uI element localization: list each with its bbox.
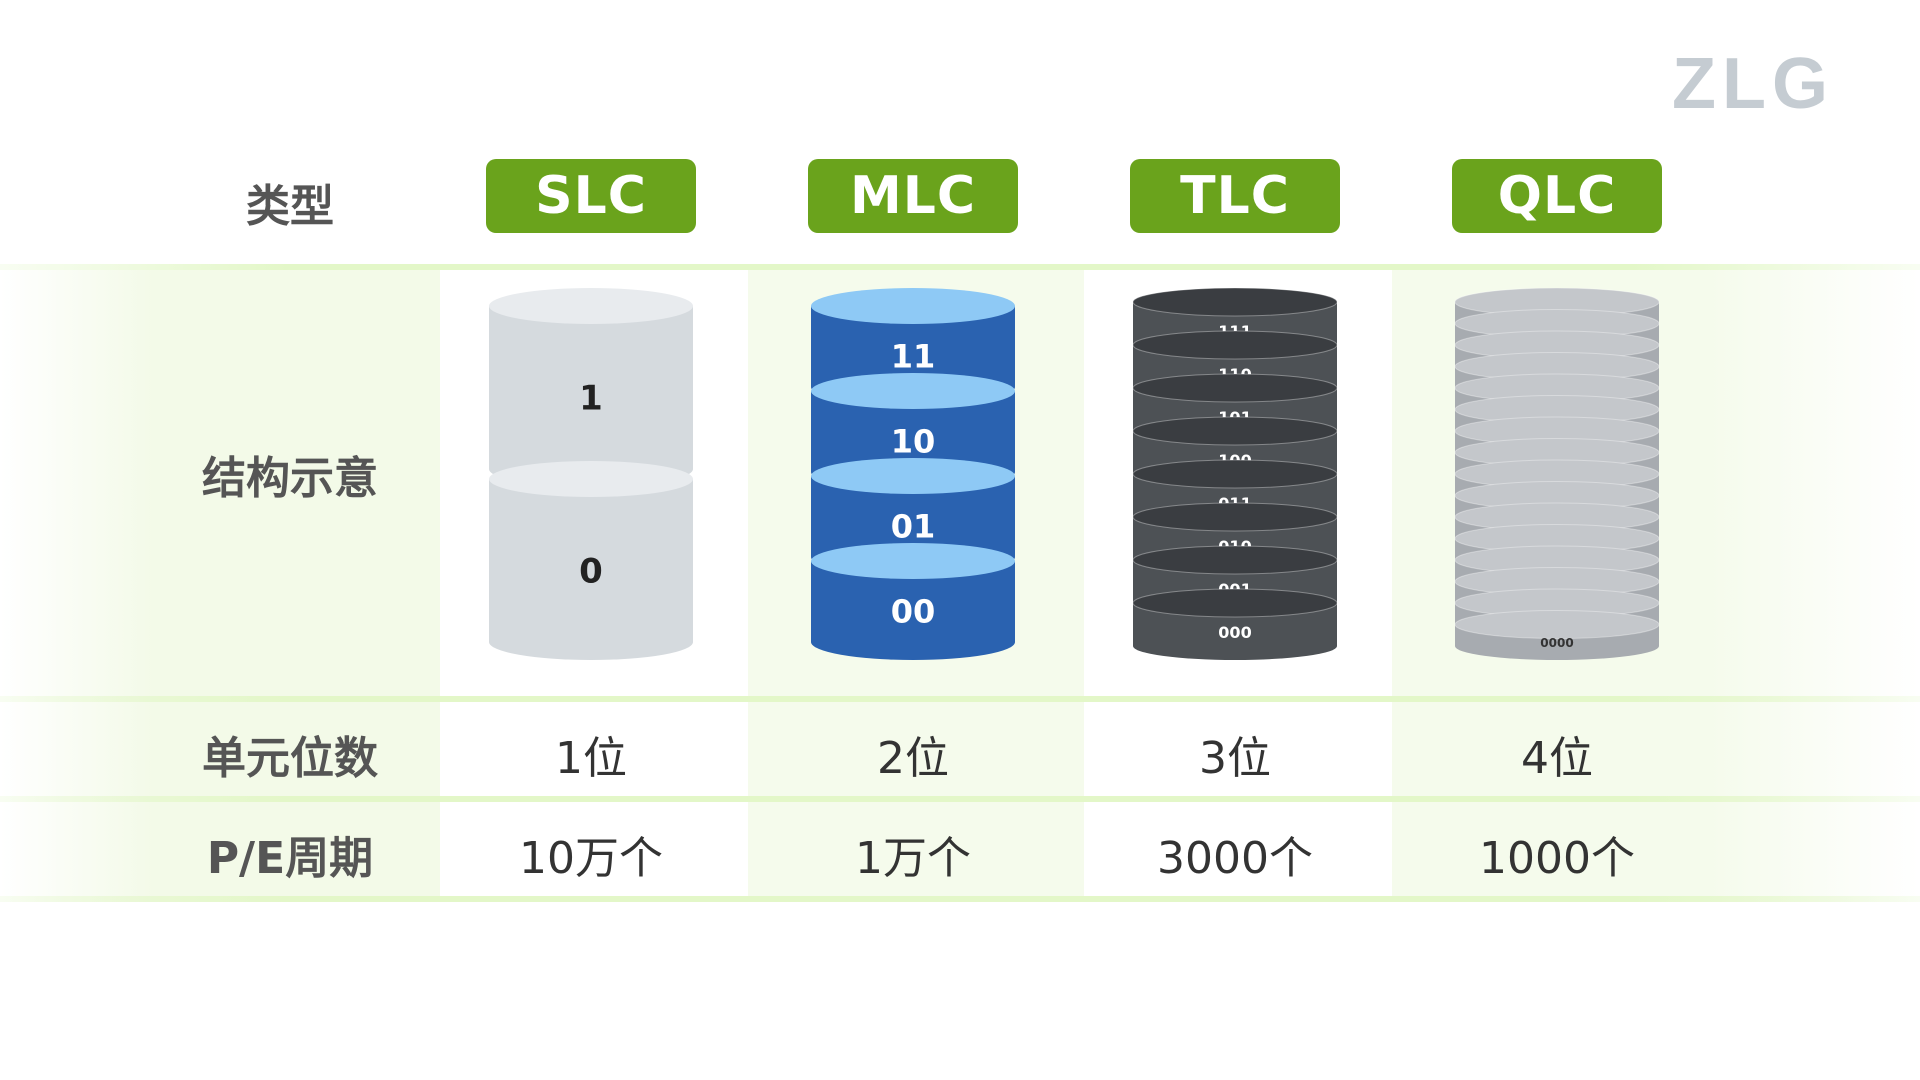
- row-label-type: 类型: [246, 181, 334, 232]
- pe-tlc: 3000个: [1157, 833, 1313, 884]
- row-label-bits: 单元位数: [202, 733, 378, 784]
- header-mlc: MLC: [808, 159, 1018, 233]
- cell-layer: 00: [811, 543, 1015, 660]
- pe-qlc: 1000个: [1479, 833, 1635, 884]
- cell-layer-side: [489, 479, 693, 660]
- row-label-pe: P/E周期: [206, 833, 374, 884]
- cell-layer-label: 01: [891, 508, 936, 546]
- cell-layer-label: 11: [891, 338, 936, 376]
- cell-layer-top: [1132, 545, 1338, 575]
- cell-layer-top: [1132, 459, 1338, 489]
- bits-mlc: 2位: [877, 733, 949, 784]
- pe-slc: 10万个: [519, 833, 663, 884]
- cell-layer-label: 0000: [1540, 636, 1573, 650]
- qlc-cell-stack: 1111111011011100101110101001100001110110…: [1454, 288, 1660, 660]
- label-column-bg: [0, 270, 440, 902]
- zlg-logo: ZLG: [1672, 44, 1834, 124]
- cell-layer-side: [489, 306, 693, 487]
- mlc-cell-stack: 11 10 01 00: [811, 288, 1015, 660]
- cell-layer-top: [811, 373, 1015, 409]
- cell-layer-top: [1132, 288, 1338, 317]
- cell-layer: 1: [489, 288, 693, 487]
- cell-layer-top: [1132, 416, 1338, 446]
- cell-layer-top: [1132, 588, 1338, 618]
- pe-mlc: 1万个: [855, 833, 971, 884]
- header-slc: SLC: [486, 159, 696, 233]
- cell-layer-top: [489, 288, 693, 324]
- header-qlc: QLC: [1452, 159, 1662, 233]
- row-divider: [0, 896, 1920, 902]
- cell-layer: 000: [1132, 588, 1338, 660]
- cell-layer-top: [1132, 373, 1338, 403]
- header-tlc: TLC: [1130, 159, 1340, 233]
- cell-layer-top: [811, 458, 1015, 494]
- cell-layer-top: [1454, 610, 1660, 639]
- cell-layer-label: 00: [891, 593, 936, 631]
- row-label-structure: 结构示意: [202, 453, 378, 504]
- cell-layer-top: [489, 461, 693, 497]
- cell-layer-top: [1132, 330, 1338, 360]
- bits-slc: 1位: [555, 733, 627, 784]
- cell-layer-top: [1132, 502, 1338, 532]
- cell-layer: 0000: [1454, 610, 1660, 660]
- tlc-cell-stack: 111110101100011010001000: [1132, 288, 1338, 660]
- row-divider: [0, 264, 1920, 270]
- slc-cell-stack: 10: [489, 288, 693, 660]
- bits-qlc: 4位: [1521, 733, 1593, 784]
- row-divider: [0, 796, 1920, 802]
- cell-layer-side: [811, 561, 1015, 660]
- cell-layer-label: 000: [1218, 623, 1251, 642]
- cell-layer: 0: [489, 461, 693, 660]
- cell-layer-top: [811, 288, 1015, 324]
- cell-layer-label: 10: [891, 423, 936, 461]
- cell-layer-top: [811, 543, 1015, 579]
- cell-layer-label: 0: [579, 551, 603, 591]
- bits-tlc: 3位: [1199, 733, 1271, 784]
- row-divider: [0, 696, 1920, 702]
- cell-layer-label: 1: [579, 378, 603, 418]
- cell-layer-side: [1133, 603, 1337, 660]
